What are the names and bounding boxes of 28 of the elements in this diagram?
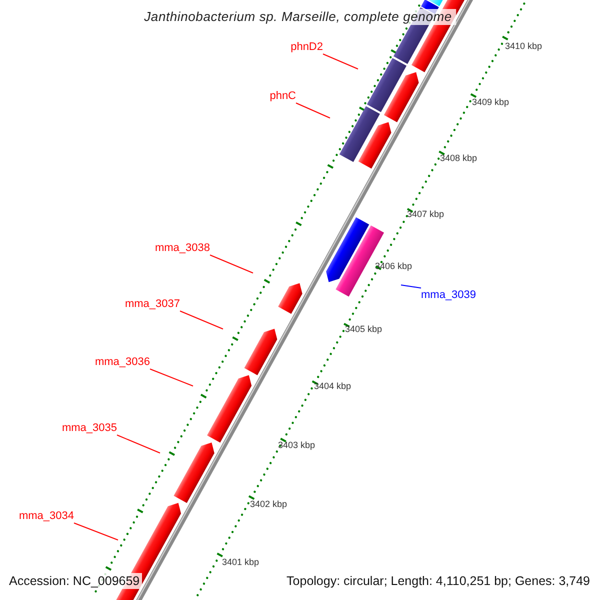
leader-line <box>116 434 160 454</box>
leader-line <box>180 310 224 330</box>
accession-text: Accession: NC_009659 <box>7 573 142 589</box>
scale-label: 3405 kbp <box>345 323 382 336</box>
scale-label: 3406 kbp <box>375 260 412 273</box>
leader-line <box>150 368 194 386</box>
scale-label: 3401 kbp <box>222 556 260 569</box>
leader-line <box>210 254 254 274</box>
gene-label: phnC <box>270 89 296 103</box>
leader-line <box>322 54 358 70</box>
gene-label: mma_3034 <box>18 509 74 523</box>
scale-label: 3410 kbp <box>505 40 542 53</box>
genome-info-text: Topology: circular; Length: 4,110,251 bp; Genes: 3,749 <box>284 573 592 589</box>
gene-label: mma_3037 <box>124 297 180 311</box>
scale-label: 3407 kbp <box>407 208 444 221</box>
scale-label: 3404 kbp <box>314 380 352 393</box>
leader-line <box>400 284 422 288</box>
scale-label: 3408 kbp <box>440 152 478 165</box>
leader-line <box>296 102 330 118</box>
scale-label: 3402 kbp <box>250 498 288 511</box>
gene-label: mma_3038 <box>154 241 210 255</box>
gene-label: phnD2 <box>290 40 323 54</box>
leader-line <box>74 522 118 540</box>
scale-label: 3403 kbp <box>278 439 316 452</box>
gene-label: mma_3039 <box>421 288 476 302</box>
scale-label: 3409 kbp <box>472 96 510 109</box>
gene-label: mma_3036 <box>94 355 150 369</box>
gene-label: mma_3035 <box>62 421 117 435</box>
